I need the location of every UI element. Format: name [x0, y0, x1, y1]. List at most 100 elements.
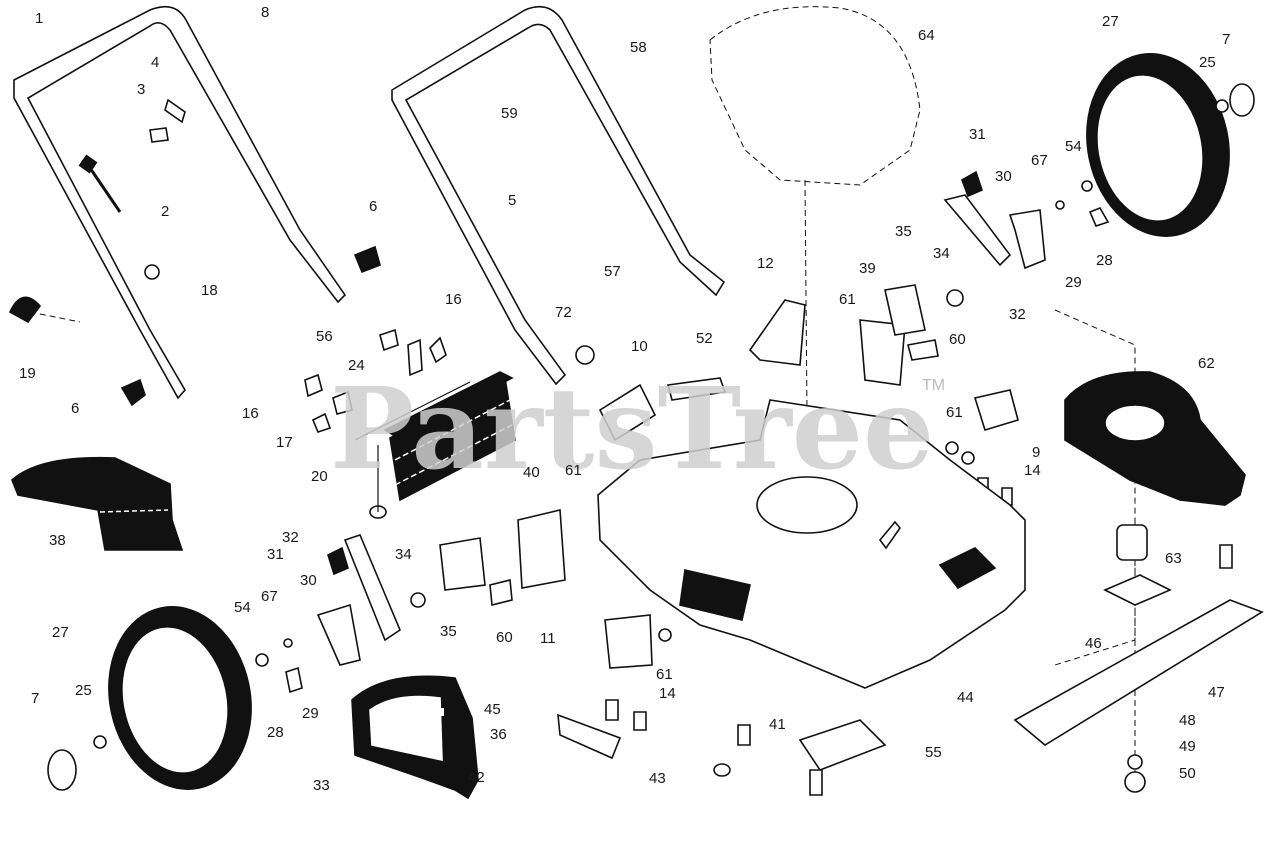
front-height-bracket	[604, 614, 653, 669]
callout-layer: 1 8 4 3 2 18 19 6 6 38 58 59 5 57 16 72 …	[19, 4, 1230, 794]
callout-24: 24	[348, 357, 365, 374]
callout-56: 56	[316, 328, 333, 345]
axle-bracket-left	[316, 603, 361, 666]
axle-washer-left-2	[283, 638, 293, 648]
callout-16: 16	[242, 405, 259, 422]
front-washer	[658, 628, 672, 642]
callout-1: 1	[35, 10, 43, 27]
axle-washer-right-2	[1055, 200, 1065, 210]
rear-bracket	[798, 719, 887, 771]
front-cover	[351, 675, 479, 800]
callout-63: 63	[1165, 550, 1182, 567]
axle-bolt-right	[1088, 206, 1110, 227]
callout-58: 58	[630, 39, 647, 56]
callout-4: 4	[151, 54, 159, 71]
callout-46: 46	[1085, 635, 1102, 652]
handle-knob-3	[353, 245, 381, 274]
rear-deflector	[11, 456, 184, 551]
callout-45: 45	[484, 701, 501, 718]
axle-washer-right	[1081, 180, 1093, 192]
callout-20: 20	[311, 468, 328, 485]
callout-32: 32	[1009, 306, 1026, 323]
callout-29: 29	[1065, 274, 1082, 291]
blade-bolt-right	[1219, 544, 1233, 569]
callout-27: 27	[1102, 13, 1119, 30]
callout-50: 50	[1179, 765, 1196, 782]
callout-42: 42	[468, 769, 485, 786]
blade-hardware	[1124, 754, 1146, 793]
callout-41: 41	[769, 716, 786, 733]
callout-43: 43	[649, 770, 666, 787]
blade-adapter	[1116, 524, 1148, 561]
callout-61: 61	[946, 404, 963, 421]
bracket-bolt	[907, 339, 939, 361]
lower-handle	[13, 5, 347, 400]
callout-28: 28	[267, 724, 284, 741]
callout-18: 18	[201, 282, 218, 299]
height-lever-right	[961, 170, 983, 198]
callout-11: 11	[540, 630, 556, 647]
height-arm-left	[343, 534, 401, 642]
callout-6: 6	[369, 198, 377, 215]
rear-bolt-2	[737, 724, 751, 746]
callout-30: 30	[300, 572, 317, 589]
callout-67: 67	[1031, 152, 1048, 169]
watermark-logo: PartsTree	[330, 364, 934, 495]
callout-64: 64	[918, 27, 935, 44]
callout-34: 34	[933, 245, 950, 262]
handle-clip-part-2	[149, 127, 169, 143]
callout-61: 61	[565, 462, 582, 479]
callout-36: 36	[490, 726, 507, 743]
deck-bracket-2	[859, 319, 906, 386]
callout-54: 54	[1065, 138, 1082, 155]
callout-38: 38	[49, 532, 66, 549]
watermark-trademark: TM	[922, 377, 945, 394]
bracket-washer	[946, 289, 964, 307]
callout-52: 52	[696, 330, 713, 347]
callout-35: 35	[440, 623, 457, 640]
upper-handle	[391, 5, 726, 386]
callout-2: 2	[161, 203, 169, 220]
callout-31: 31	[267, 546, 284, 563]
callout-60: 60	[496, 629, 513, 646]
handle-knob-2	[120, 378, 146, 407]
callout-19: 19	[19, 365, 36, 382]
rear-nut	[713, 763, 731, 777]
callout-44: 44	[957, 689, 974, 706]
callout-3: 3	[137, 81, 145, 98]
bag-frame-assembly	[369, 371, 516, 519]
side-plate	[517, 509, 566, 589]
callout-49: 49	[1179, 738, 1196, 755]
callout-40: 40	[523, 464, 540, 481]
side-washer	[410, 592, 426, 608]
callout-30: 30	[995, 168, 1012, 185]
blade-spacer	[1103, 574, 1172, 606]
height-arm-right	[943, 194, 1012, 267]
callout-60: 60	[949, 331, 966, 348]
height-bracket	[973, 389, 1019, 431]
callout-72: 72	[555, 304, 572, 321]
callout-7: 7	[1222, 31, 1230, 48]
callout-33: 33	[313, 777, 330, 794]
callout-48: 48	[1179, 712, 1196, 729]
axle-washer-left	[255, 653, 269, 667]
front-bolt	[605, 699, 619, 721]
callout-16: 16	[445, 291, 462, 308]
callout-10: 10	[631, 338, 648, 355]
side-plate-bolt	[489, 578, 513, 607]
rear-bolt	[809, 769, 823, 796]
side-plate-2	[439, 537, 486, 591]
front-bolt-2	[633, 711, 647, 731]
callout-25: 25	[75, 682, 92, 699]
callout-39: 39	[859, 260, 876, 277]
handle-hole-part	[144, 264, 160, 280]
deck-bracket	[748, 299, 806, 366]
callout-47: 47	[1208, 684, 1225, 701]
mower-blade	[1013, 599, 1264, 746]
callout-61: 61	[656, 666, 673, 683]
wheel-right	[1086, 53, 1255, 237]
callout-67: 67	[261, 588, 278, 605]
callout-6: 6	[71, 400, 79, 417]
callout-35: 35	[895, 223, 912, 240]
